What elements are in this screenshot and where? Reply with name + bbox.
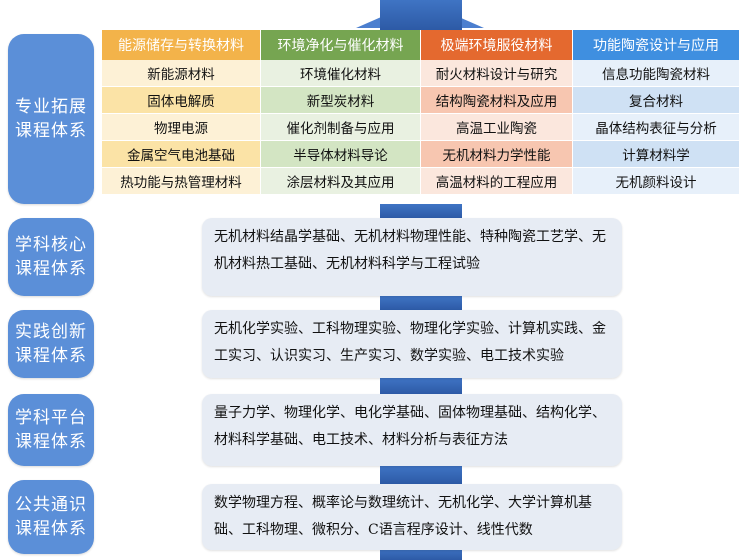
trunk-segment [380, 0, 462, 30]
course-cell: 环境催化材料 [261, 60, 421, 87]
specialty-course-grid: 能源储存与转换材料新能源材料固体电解质物理电源金属空气电池基础热功能与热管理材料… [102, 30, 740, 204]
course-cell: 固体电解质 [102, 87, 261, 114]
course-cell: 信息功能陶瓷材料 [573, 60, 740, 87]
trunk-segment [380, 378, 462, 394]
course-cell: 新能源材料 [102, 60, 261, 87]
tier-label-text: 实践创新 课程体系 [15, 322, 87, 366]
course-cell: 高温材料的工程应用 [421, 168, 573, 195]
course-cell: 晶体结构表征与分析 [573, 114, 740, 141]
trunk-segment [380, 296, 462, 310]
tier-content-practice: 无机化学实验、工科物理实验、物理化学实验、计算机实践、金工实习、认识实习、生产实… [202, 310, 622, 378]
column-header: 环境净化与催化材料 [261, 30, 421, 60]
course-cell: 催化剂制备与应用 [261, 114, 421, 141]
specialty-column: 极端环境服役材料耐火材料设计与研究结构陶瓷材料及应用高温工业陶瓷无机材料力学性能… [421, 30, 573, 204]
trunk-segment [380, 548, 462, 560]
course-cell: 物理电源 [102, 114, 261, 141]
tier-label-practice: 实践创新 课程体系 [8, 310, 94, 378]
course-cell: 金属空气电池基础 [102, 141, 261, 168]
course-cell: 新型炭材料 [261, 87, 421, 114]
course-cell: 热功能与热管理材料 [102, 168, 261, 195]
tier-label-text: 学科平台 课程体系 [15, 408, 87, 452]
course-cell: 高温工业陶瓷 [421, 114, 573, 141]
course-cell: 耐火材料设计与研究 [421, 60, 573, 87]
course-cell: 结构陶瓷材料及应用 [421, 87, 573, 114]
tier-label-text: 专业拓展 课程体系 [15, 97, 87, 141]
tier-label-general: 公共通识 课程体系 [8, 480, 94, 554]
tier-content-core: 无机材料结晶学基础、无机材料物理性能、特种陶瓷工艺学、无机材料热工基础、无机材料… [202, 218, 622, 296]
tier-content-platform: 量子力学、物理化学、电化学基础、固体物理基础、结构化学、材料科学基础、电工技术、… [202, 394, 622, 466]
tier-label-text: 学科核心 课程体系 [15, 235, 87, 279]
tier-label-specialty: 专业拓展 课程体系 [8, 34, 94, 204]
course-cell: 涂层材料及其应用 [261, 168, 421, 195]
specialty-column: 能源储存与转换材料新能源材料固体电解质物理电源金属空气电池基础热功能与热管理材料 [102, 30, 261, 204]
specialty-column: 功能陶瓷设计与应用信息功能陶瓷材料复合材料晶体结构表征与分析计算材料学无机颜料设… [573, 30, 740, 204]
tier-content-general: 数学物理方程、概率论与数理统计、无机化学、大学计算机基础、工科物理、微积分、C语… [202, 484, 622, 550]
column-header: 极端环境服役材料 [421, 30, 573, 60]
tier-label-platform: 学科平台 课程体系 [8, 394, 94, 466]
tier-label-core: 学科核心 课程体系 [8, 218, 94, 296]
column-header: 功能陶瓷设计与应用 [573, 30, 740, 60]
tier-label-text: 公共通识 课程体系 [15, 495, 87, 539]
course-cell: 复合材料 [573, 87, 740, 114]
trunk-segment [380, 466, 462, 484]
course-cell: 半导体材料导论 [261, 141, 421, 168]
specialty-column: 环境净化与催化材料环境催化材料新型炭材料催化剂制备与应用半导体材料导论涂层材料及… [261, 30, 421, 204]
course-cell: 无机材料力学性能 [421, 141, 573, 168]
column-header: 能源储存与转换材料 [102, 30, 261, 60]
course-cell: 计算材料学 [573, 141, 740, 168]
trunk-segment [380, 204, 462, 218]
course-cell: 无机颜料设计 [573, 168, 740, 195]
